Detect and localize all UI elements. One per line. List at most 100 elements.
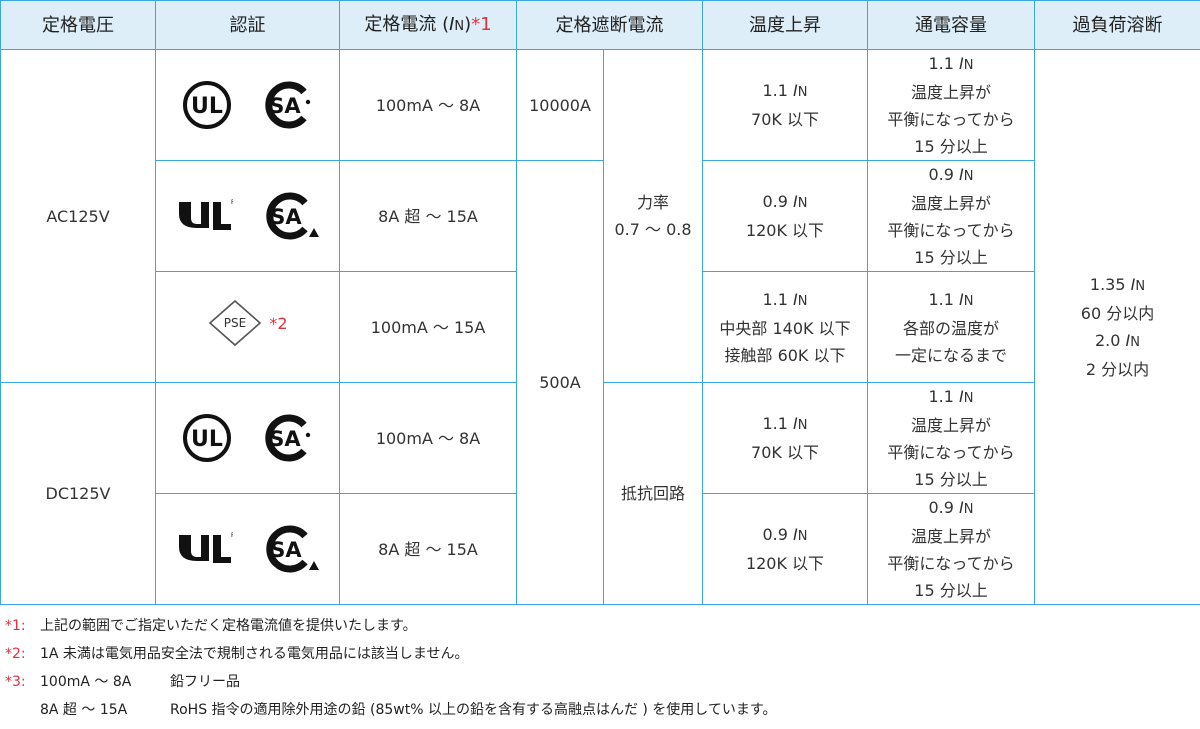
current-cell: 8A 超 ～ 15A <box>339 493 517 605</box>
footnote-text: 上記の範囲でご指定いただく定格電流値を提供いたします。 <box>40 618 417 634</box>
overload-time: 2 分以内 <box>1085 360 1150 379</box>
temp-limit: 120K 以下 <box>745 221 825 240</box>
current-symbol: I <box>959 387 964 406</box>
current-symbol: I <box>793 81 798 100</box>
ul-listed-logo-icon: UL <box>182 81 231 129</box>
current-cell: 8A 超 ～ 15A <box>339 160 517 272</box>
carrying-line: 15 分以上 <box>914 248 988 267</box>
carrying-line: 平衡になってから <box>887 221 1015 240</box>
temp-limit: 70K 以下 <box>751 110 819 129</box>
ur-registered-mark: R <box>231 532 233 539</box>
csa-logo-text: SA <box>270 538 302 562</box>
table-row: R SA 8A 超 ～ 15A 0.9 IN 120K 以下 0.9 IN 温度… <box>1 493 1200 605</box>
multiplier: 1.1 <box>928 289 954 309</box>
overload-cell: 1.35 IN 60 分以内 2.0 IN 2 分以内 <box>1034 49 1200 605</box>
current-symbol: I <box>793 525 798 544</box>
header-carrying-capacity: 通電容量 <box>867 0 1035 50</box>
multiplier: 1.1 <box>762 81 788 100</box>
csa-logo-text: SA <box>270 205 302 229</box>
temp-rise-cell: 1.1 IN 70K 以下 <box>702 49 868 161</box>
cert-cell: UL SA <box>155 49 340 161</box>
spec-table: 定格電圧 認証 定格電流 (IN)*1 定格遮断電流 温度上昇 通電容量 過負荷… <box>0 0 1200 605</box>
current-symbol: I <box>793 414 798 433</box>
cert-cell: PSE *2 <box>155 271 340 383</box>
footnote-mark: *1: <box>5 618 26 634</box>
carrying-line: 各部の温度が <box>902 318 999 338</box>
multiplier: 1.1 <box>928 387 954 406</box>
footnote-mark: *2: <box>5 646 26 662</box>
footnote-range: 100mA ～ 8A <box>40 674 132 690</box>
pse-logo-text: PSE <box>224 316 246 330</box>
multiplier: 0.9 <box>928 498 954 517</box>
current-symbol: I <box>449 13 455 35</box>
ul-logo-text: UL <box>191 94 223 119</box>
carrying-line: 温度上昇が <box>910 527 991 546</box>
header-row: 定格電圧 認証 定格電流 (IN)*1 定格遮断電流 温度上昇 通電容量 過負荷… <box>0 0 1200 50</box>
current-symbol: I <box>959 165 964 184</box>
current-subscript: N <box>1135 279 1146 294</box>
carrying-cell: 1.1 IN 各部の温度が 一定になるまで <box>867 271 1035 383</box>
breaking-bottom: 500A <box>516 160 604 605</box>
carrying-cell: 0.9 IN 温度上昇が 平衡になってから 15 分以上 <box>867 493 1035 605</box>
current-subscript: N <box>797 529 808 544</box>
csa-logo-text: SA <box>269 427 301 451</box>
footnote-range: 8A 超 ～ 15A <box>40 702 128 718</box>
footnote-text: 1A 未満は電気用品安全法で規制される電気用品には該当しません。 <box>40 646 469 662</box>
csa-logo-icon: SA <box>264 81 310 129</box>
footnote-ref-2: *2 <box>269 313 288 333</box>
temp-rise-cell: 0.9 IN 120K 以下 <box>702 160 868 272</box>
header-temperature-rise: 温度上昇 <box>702 0 868 50</box>
resistive-circuit-cell: 抵抗回路 <box>603 382 703 605</box>
breaking-top: 10000A <box>516 49 604 161</box>
current-symbol: I <box>959 498 964 517</box>
current-subscript: N <box>963 502 974 517</box>
current-symbol: I <box>1125 331 1131 350</box>
voltage-dc: DC125V <box>0 382 156 605</box>
current-symbol: I <box>959 54 964 73</box>
footnote-text: RoHS 指令の適用除外用途の鉛 (85wt% 以上の鉛を含有する高融点はんだ … <box>170 702 777 718</box>
carrying-line: 15 分以上 <box>914 470 988 489</box>
current-subscript: N <box>963 293 974 309</box>
multiplier: 0.9 <box>762 192 788 211</box>
multiplier: 1.35 <box>1089 275 1126 294</box>
header-certification: 認証 <box>155 0 340 50</box>
carrying-line: 温度上昇が <box>910 83 991 102</box>
current-symbol: I <box>1130 275 1136 294</box>
temp-limit: 120K 以下 <box>745 554 825 573</box>
multiplier: 1.1 <box>762 414 788 433</box>
current-subscript: N <box>963 391 974 406</box>
carrying-cell: 1.1 IN 温度上昇が 平衡になってから 15 分以上 <box>867 382 1035 494</box>
temp-limit: 接触部 60K 以下 <box>724 345 846 365</box>
multiplier: 0.9 <box>762 525 788 544</box>
current-symbol: I <box>793 289 798 309</box>
current-cell: 100mA ～ 15A <box>339 271 517 383</box>
table-row: AC125V UL SA 100mA ～ 8A 10000A 力率 0.7 ～ … <box>0 49 1200 605</box>
cert-cell: R SA <box>155 493 340 605</box>
current-symbol: I <box>793 192 798 211</box>
multiplier: 1.1 <box>928 54 954 73</box>
carrying-line: 温度上昇が <box>910 416 991 435</box>
ul-recognized-logo-icon: R <box>178 199 233 230</box>
voltage-ac: AC125V <box>0 49 156 383</box>
csa-logo-text: SA <box>269 94 301 118</box>
carrying-line: 平衡になってから <box>887 443 1015 462</box>
header-rated-current-label: 定格電流 ( <box>364 13 450 35</box>
table-row: R SA 8A 超 ～ 15A 500A 0.9 IN 120K 以下 0.9 … <box>1 160 1200 605</box>
carrying-line: 平衡になってから <box>887 110 1015 129</box>
current-cell: 100mA ～ 8A <box>339 49 517 161</box>
cert-cell: R SA <box>155 160 340 272</box>
multiplier: 1.1 <box>762 289 788 309</box>
carrying-line: 温度上昇が <box>910 194 991 213</box>
pse-diamond-logo-icon: PSE <box>209 299 262 347</box>
current-subscript: N <box>963 58 974 73</box>
temp-rise-cell: 0.9 IN 120K 以下 <box>702 493 868 605</box>
table-row: PSE *2 100mA ～ 15A 1.1 IN 中央部 140K 以下 接触… <box>1 271 1200 383</box>
current-symbol: I <box>959 289 964 309</box>
table-row: DC125V UL SA 100mA ～ 8A 抵抗回路 1.1 IN 70K … <box>0 382 1200 605</box>
temp-limit: 中央部 140K 以下 <box>719 318 851 338</box>
current-subscript: N <box>454 18 465 34</box>
overload-time: 60 分以内 <box>1080 304 1155 323</box>
current-cell: 100mA ～ 8A <box>339 382 517 494</box>
carrying-line: 平衡になってから <box>887 554 1015 573</box>
carrying-cell: 1.1 IN 温度上昇が 平衡になってから 15 分以上 <box>867 49 1035 161</box>
